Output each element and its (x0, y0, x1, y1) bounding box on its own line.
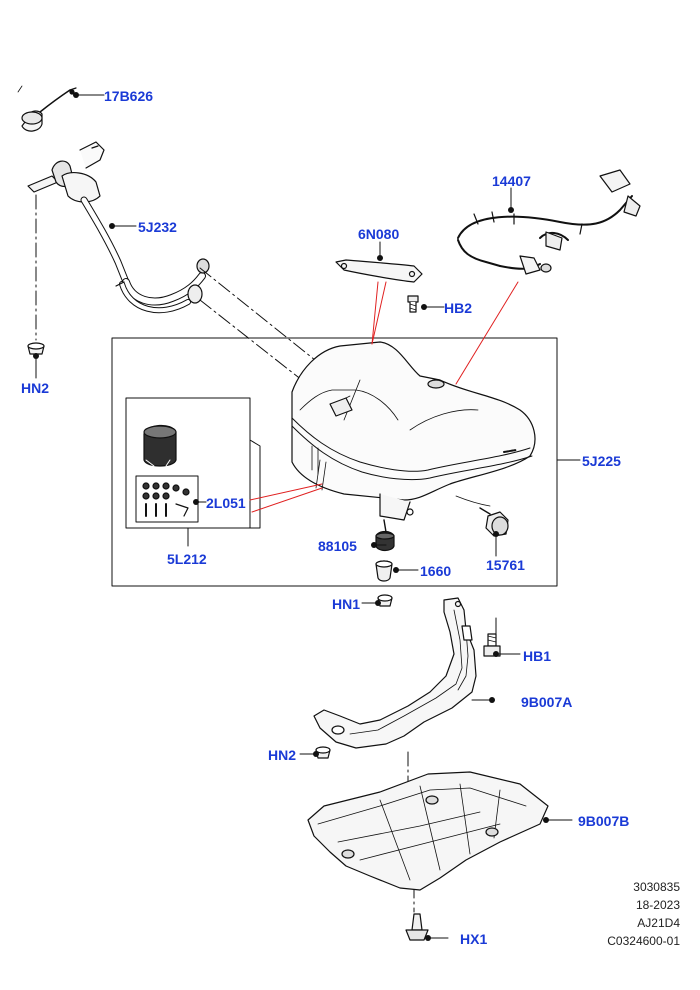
callout-hn2-top[interactable]: HN2 (21, 380, 50, 396)
under-shield (307, 771, 549, 891)
filler-neck (27, 141, 210, 314)
callout-9B007A[interactable]: 9B007A (521, 694, 573, 710)
callout-88105[interactable]: 88105 (318, 538, 357, 554)
callout-hn1[interactable]: HN1 (332, 596, 361, 612)
reference-number: 3030835 (633, 880, 680, 894)
callout-hx1[interactable]: HX1 (460, 931, 488, 947)
callout-1660[interactable]: 1660 (420, 563, 452, 579)
support-bracket (313, 597, 477, 749)
nut-hn1 (377, 594, 393, 607)
valve-15761 (479, 507, 509, 537)
reference-block: 3030835 18-2023 AJ21D4 C0324600-01 (560, 878, 680, 950)
module-kit-inset (125, 397, 261, 529)
callout-9B007B[interactable]: 9B007B (578, 813, 630, 829)
callout-17B626[interactable]: 17B626 (104, 88, 154, 104)
reference-date: 18-2023 (635, 898, 680, 912)
wiring-harness (457, 169, 641, 275)
callout-5L212[interactable]: 5L212 (167, 551, 207, 567)
callout-hb2[interactable]: HB2 (444, 300, 473, 316)
callout-14407[interactable]: 14407 (492, 173, 531, 189)
callout-2L051[interactable]: 2L051 (206, 495, 246, 511)
fuel-cap (17, 85, 77, 132)
callout-5J232[interactable]: 5J232 (138, 219, 177, 235)
fastener-hx1 (405, 913, 429, 941)
callout-5J225[interactable]: 5J225 (582, 453, 621, 469)
callout-15761[interactable]: 15761 (486, 557, 525, 573)
fuel-tank (291, 341, 536, 521)
reference-illustration-id: C0324600-01 (607, 934, 680, 948)
bolt-hb2 (407, 295, 419, 313)
reference-model: AJ21D4 (637, 916, 680, 930)
callout-hn2-bottom[interactable]: HN2 (268, 747, 297, 763)
heat-shield (335, 259, 423, 283)
isolator-pad (375, 519, 395, 552)
grommet (375, 560, 393, 582)
nut-hn2-top (27, 342, 45, 355)
bolt-hb1 (483, 633, 501, 657)
callout-hb1[interactable]: HB1 (523, 648, 552, 664)
callout-6N080[interactable]: 6N080 (358, 226, 400, 242)
